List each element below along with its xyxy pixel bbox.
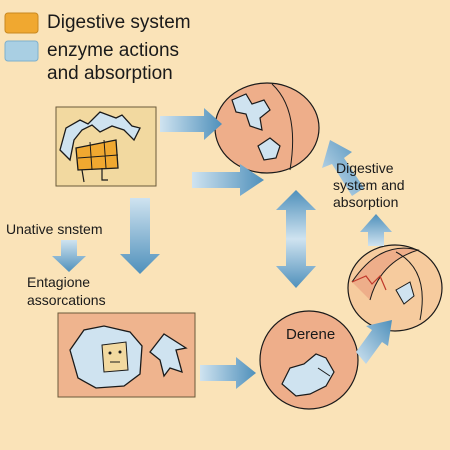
arrow-down-unative [52,240,86,272]
panel-absorption [57,312,196,398]
orange-organ-icon [75,139,119,171]
arrow-up-to-right-circle [360,214,392,246]
label-unative-snstem: Unative snstem [6,221,103,237]
legend-label-digestive: Digestive system [47,12,191,33]
label-derene: Derene [286,326,336,343]
arrow-derene-to-right-circle [356,320,392,364]
legend-swatch-digestive [4,12,39,34]
arrow-panel-to-derene [200,357,256,389]
arrow-panel-to-top-circle [160,108,222,140]
circle-top [214,82,320,174]
legend-swatch-enzyme [4,40,39,62]
arrow-into-top-circle [192,164,264,196]
circle-right [347,244,443,332]
arrow-right-to-top-circle [322,140,364,196]
label-assorcations: assorcations [27,292,106,308]
arrow-bidirectional-vertical [276,190,316,288]
legend-label-enzyme: enzyme actions [47,40,180,61]
label-absorption: absorption [333,194,399,210]
circle-derene [259,310,359,410]
panel-digestive-organs [55,106,157,187]
arrow-shape-icon [149,333,188,378]
label-system-and: system and [333,177,405,193]
legend-label-absorption: and absorption [47,63,173,84]
label-entagione: Entagione [27,274,91,290]
label-digestive: Digestive [336,160,394,176]
arrow-down-left-panel [120,198,160,274]
